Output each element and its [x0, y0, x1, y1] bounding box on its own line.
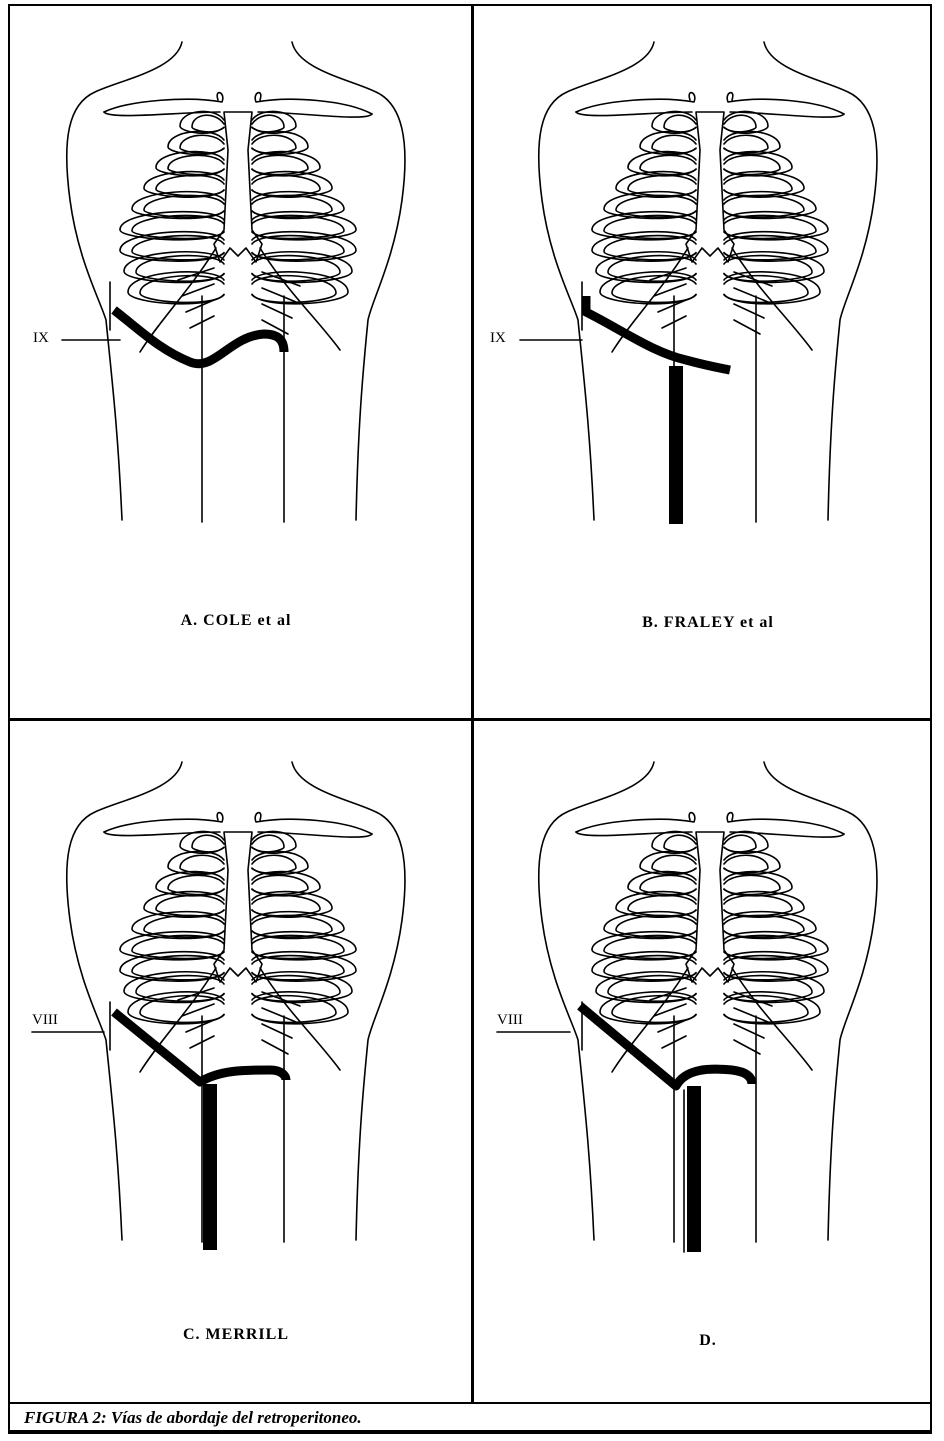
right-rib-inner: [724, 855, 768, 873]
right-cartilage: [262, 304, 292, 318]
left-costal-margin: [612, 968, 688, 1072]
left-rib-inner: [664, 115, 696, 132]
panel-label-c: C. MERRILL: [0, 1326, 472, 1344]
rib-label-viii: VIII: [32, 1012, 58, 1029]
right-rib: [724, 831, 768, 853]
panel-label-b: B. FRALEY et al: [472, 614, 944, 632]
torso-body: [67, 762, 405, 1242]
left-rib: [180, 111, 224, 133]
incision: [32, 1012, 286, 1250]
left-rib-inner: [664, 835, 696, 852]
panel-fraley: IX B. FRALEY et al: [472, 0, 944, 720]
right-rib-inner: [252, 855, 296, 873]
incision: [62, 310, 284, 364]
sternum: [686, 112, 734, 262]
right-rib: [724, 111, 768, 133]
incision: [520, 296, 730, 524]
left-clavicle: [576, 93, 695, 112]
right-rib-inner: [724, 835, 756, 852]
left-costal-margin: [140, 968, 216, 1072]
panel-label-a: A. COLE et al: [0, 612, 472, 630]
right-cartilage: [734, 1024, 764, 1038]
left-rib-inner: [192, 115, 224, 132]
sternum: [686, 832, 734, 982]
sternum: [214, 832, 262, 982]
sternum: [214, 112, 262, 262]
right-rib-inner: [252, 835, 284, 852]
left-rib: [180, 831, 224, 853]
panel-d: VIII D.: [472, 720, 944, 1440]
incision-line: [586, 296, 730, 370]
left-rib: [652, 831, 696, 853]
left-rib-inner: [192, 835, 224, 852]
right-rib: [252, 111, 296, 133]
rib-label-ix: IX: [490, 330, 506, 347]
left-clavicle: [104, 93, 223, 112]
incision-line: [114, 310, 284, 364]
right-costal-margin: [732, 248, 812, 350]
left-rib-inner: [180, 855, 224, 873]
torso-body: [67, 42, 405, 522]
right-rib-inner: [724, 115, 756, 132]
left-rib-inner: [652, 855, 696, 873]
right-costal-margin: [732, 968, 812, 1070]
rib-label-ix: IX: [33, 330, 49, 347]
left-rib-inner: [180, 135, 224, 153]
right-costal-margin: [260, 968, 340, 1070]
right-rib-inner: [252, 115, 284, 132]
left-rib-inner: [652, 135, 696, 153]
panel-cole: IX A. COLE et al: [0, 0, 472, 720]
left-clavicle: [576, 813, 695, 832]
right-rib-inner: [252, 135, 296, 153]
incision: [497, 1006, 752, 1252]
torso-body: [539, 762, 877, 1242]
rib-label-viii: VIII: [497, 1012, 523, 1029]
panel-merrill: VIII C. MERRILL: [0, 720, 472, 1440]
panel-label-d: D.: [472, 1332, 944, 1350]
figure-caption: FIGURA 2: Vías de abordaje del retroperi…: [8, 1402, 932, 1432]
torso-body: [539, 42, 877, 522]
torso-illustration: [472, 0, 944, 720]
left-clavicle: [104, 813, 223, 832]
right-rib-inner: [724, 135, 768, 153]
left-rib: [652, 111, 696, 133]
right-cartilage: [262, 1024, 292, 1038]
right-cartilage: [734, 304, 764, 318]
right-rib: [252, 831, 296, 853]
